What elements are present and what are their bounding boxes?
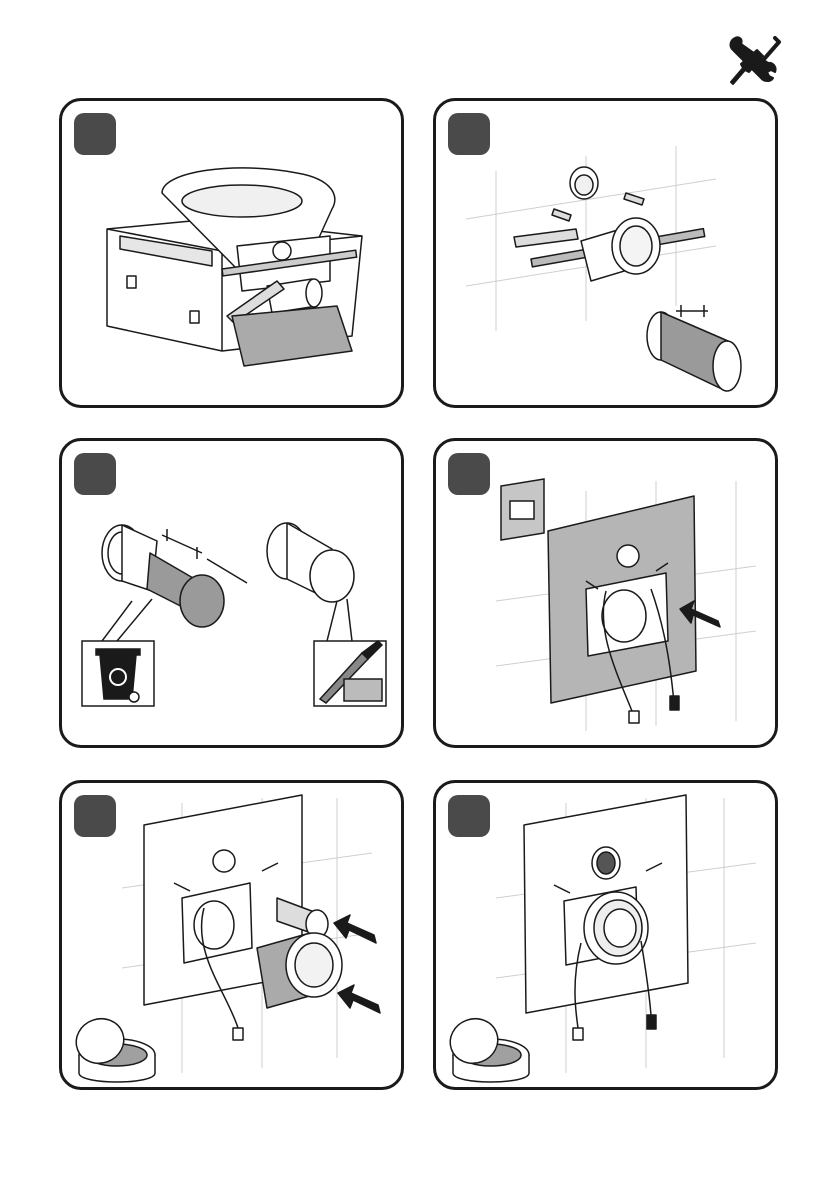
template-card-icon <box>501 479 544 540</box>
step-panel-2 <box>433 98 778 408</box>
step-5-illustration <box>62 783 404 1090</box>
step-2-illustration <box>436 101 778 408</box>
step-panel-6 <box>433 780 778 1090</box>
step-panel-4 <box>433 438 778 748</box>
step-1-illustration <box>62 101 404 408</box>
step-4-illustration <box>436 441 778 748</box>
file-tool-icon <box>314 641 386 706</box>
step-panel-5 <box>59 780 404 1090</box>
step-6-illustration <box>436 783 778 1090</box>
tools-icon <box>725 32 783 90</box>
step-panel-1 <box>59 98 404 408</box>
lubricant-jar-icon <box>70 1012 155 1082</box>
step-3-illustration <box>62 441 404 748</box>
recycle-bin-icon <box>82 641 154 706</box>
step-panel-3 <box>59 438 404 748</box>
lubricant-jar-icon <box>444 1012 529 1082</box>
